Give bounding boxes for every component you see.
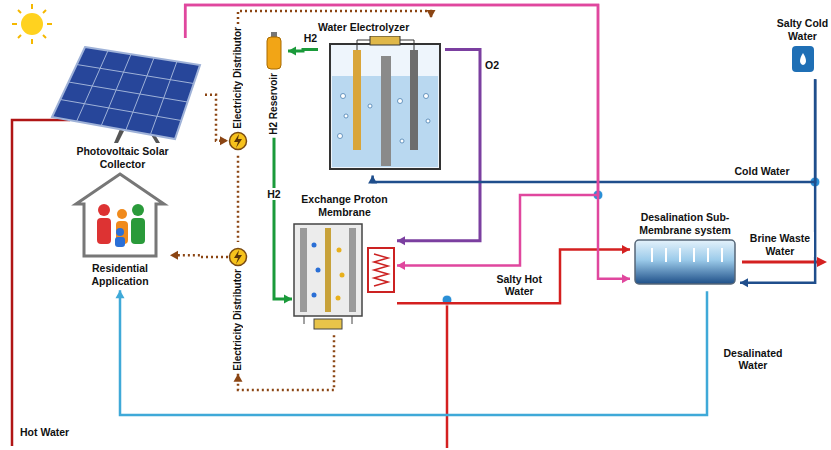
arrow-head [368, 176, 377, 184]
connector-line [740, 79, 815, 283]
edge-label: Cold Water [733, 165, 792, 178]
flow-connector [234, 335, 335, 390]
connector-line [237, 156, 240, 242]
electricity-distributor: Electricity Distributor [228, 242, 248, 374]
house: Residential Application [70, 165, 170, 290]
tap-icon [775, 44, 830, 74]
flow-connector [116, 290, 708, 415]
flow-connector [170, 251, 228, 260]
flow-connector [238, 156, 239, 242]
node-label: Exchange Proton Membrane [295, 193, 395, 218]
flow-connector [185, 5, 630, 283]
arrow-head [397, 261, 405, 270]
flow-label: Hot Water [18, 426, 71, 439]
desal-icon [630, 238, 740, 286]
arrow-head [622, 274, 630, 283]
arrow-head [397, 236, 405, 245]
node-label: Desalination Sub- Membrane system [630, 211, 740, 236]
hydrogen-tank: H2 Reservoir [260, 26, 288, 138]
node-label: H2 Reservoir [268, 73, 280, 135]
pem-icon [292, 220, 397, 330]
flow-connector [397, 245, 630, 303]
connector-line [185, 5, 630, 279]
node-label: Residential Application [70, 262, 170, 287]
arrow-head [740, 278, 748, 287]
solar-icon [40, 43, 205, 143]
connector-line [274, 138, 292, 299]
solar-panel: Photovoltaic Solar Collector [40, 38, 205, 173]
flow-label: Brine Waste Water [746, 232, 814, 257]
node-label: Photovoltaic Solar Collector [68, 145, 178, 170]
flow-connector [205, 95, 228, 145]
arrow-head [622, 245, 630, 254]
arrow-head [220, 136, 228, 145]
electricity-distributor: Electricity Distributor [228, 24, 248, 156]
flow-connector [274, 138, 292, 304]
electrolyzer: Water Electrolyzer [318, 18, 445, 176]
fuel-cell: Exchange Proton Membrane [292, 190, 397, 335]
arrow-head [284, 294, 292, 303]
edge-label: O2 [483, 59, 501, 72]
hot-water-pipe [12, 120, 70, 446]
dist-icon [228, 131, 248, 151]
connector-line [170, 255, 228, 257]
connector-line [205, 95, 228, 141]
flow-connector [288, 47, 318, 56]
edge-label: H2 [265, 188, 282, 201]
node-label: Electricity Distributor [232, 269, 244, 371]
flow-connector [185, 5, 598, 270]
node-label: Electricity Distributor [232, 27, 244, 129]
elec-icon [318, 36, 445, 171]
arrow-head [288, 47, 296, 56]
desalination-unit: Desalination Sub- Membrane system [630, 208, 740, 291]
connector-line [120, 290, 707, 415]
connector-line [238, 335, 334, 390]
sun [12, 4, 52, 44]
dist-icon [228, 247, 248, 267]
hot-water-pipe [446, 300, 449, 448]
connector-line [185, 5, 598, 265]
flow-connector [740, 79, 815, 287]
edge-label: H2 [302, 32, 319, 45]
arrow-head [234, 374, 243, 382]
edge-label: Salty Hot Water [482, 273, 556, 298]
connector-line [397, 250, 630, 304]
arrow-head [116, 290, 125, 298]
node-label: Salty Cold Water [775, 17, 830, 42]
house-icon [70, 170, 170, 260]
edge-label: Desalinated Water [711, 347, 795, 372]
arrow-head [427, 10, 436, 18]
arrow-head [170, 251, 178, 260]
water-source: Salty Cold Water [775, 14, 830, 79]
tank-icon [260, 31, 288, 71]
node-label: Water Electrolyzer [318, 21, 409, 34]
